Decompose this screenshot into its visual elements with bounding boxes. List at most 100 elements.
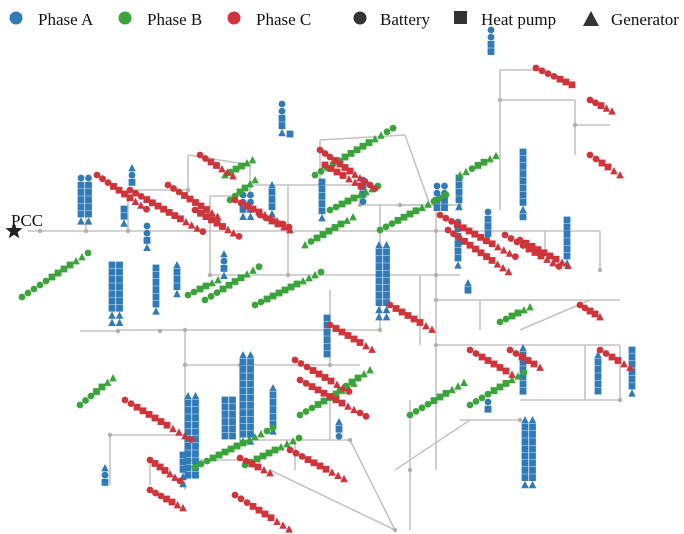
generator-icon: [208, 209, 216, 217]
generator-icon: [558, 258, 566, 266]
heat-pump-icon: [77, 210, 85, 218]
heat-pump-icon: [597, 102, 605, 109]
battery-icon: [362, 412, 370, 420]
heat-pump-icon: [461, 238, 468, 245]
battery-icon: [237, 199, 245, 207]
heat-pump-icon: [181, 192, 188, 199]
heat-pump-icon: [563, 245, 571, 253]
battery-icon: [231, 196, 239, 204]
pcc-label: PCC: [11, 211, 43, 230]
battery-icon: [132, 189, 140, 197]
heat-pump-icon: [115, 186, 123, 194]
heat-pump-icon: [213, 219, 221, 227]
heat-pump-icon: [219, 223, 226, 230]
heat-pump-icon: [375, 263, 383, 270]
battery-icon: [520, 369, 528, 376]
heat-pump-icon: [320, 397, 328, 405]
heat-pump-icon: [116, 283, 123, 290]
heat-pump-icon: [77, 189, 85, 196]
heat-pump-icon: [269, 399, 277, 406]
heat-pump-icon: [247, 423, 254, 431]
heat-pump-icon: [207, 158, 215, 166]
battery-icon: [152, 489, 159, 497]
heat-pump-icon: [412, 207, 420, 215]
heat-pump-icon: [529, 467, 536, 474]
heat-pump-icon: [563, 223, 571, 231]
generator-icon: [616, 171, 624, 179]
heat-pump-icon: [239, 380, 247, 388]
heat-pump-icon: [383, 284, 390, 292]
heat-pump-icon: [151, 414, 159, 422]
heat-pump-icon: [186, 195, 194, 203]
heat-pump-icon: [586, 307, 594, 315]
heat-pump-icon: [239, 366, 247, 373]
heat-pump-icon: [77, 181, 85, 189]
generator-icon: [486, 155, 494, 163]
heat-pump-icon: [568, 81, 576, 89]
heat-pump-icon: [563, 216, 571, 224]
generator-icon: [120, 219, 128, 227]
heat-pump-icon: [490, 387, 498, 394]
battery-icon: [175, 188, 183, 196]
battery-icon: [484, 398, 492, 406]
heat-pump-icon: [519, 148, 527, 156]
heat-pump-icon: [464, 286, 472, 294]
heat-pump-icon: [85, 203, 92, 211]
battery-icon: [146, 486, 154, 494]
battery-icon: [184, 291, 192, 299]
battery-icon: [202, 155, 209, 162]
battery-icon: [450, 230, 457, 238]
generator-icon: [246, 212, 255, 220]
heat-pump-icon: [221, 432, 229, 440]
battery-icon: [442, 214, 450, 222]
heat-pump-icon: [318, 200, 326, 207]
heat-pump-icon: [126, 194, 134, 202]
heat-pump-icon: [341, 164, 349, 171]
generator-icon: [418, 203, 426, 211]
junction-node: [347, 437, 353, 443]
generator-icon: [115, 311, 124, 319]
heat-pump-icon: [184, 428, 192, 436]
heat-pump-icon: [318, 207, 326, 215]
heat-pump-icon: [229, 432, 236, 440]
heat-pump-icon: [331, 157, 339, 164]
junction-node: [115, 328, 121, 334]
heat-pump-icon: [85, 189, 92, 196]
heat-pump-icon: [116, 290, 123, 298]
battery-icon: [544, 70, 552, 77]
battery-icon: [30, 285, 38, 293]
heat-pump-icon: [236, 188, 244, 196]
generator-icon: [375, 313, 383, 321]
heat-pump-icon: [314, 386, 322, 394]
battery-icon: [127, 400, 135, 407]
heat-pump-icon: [314, 401, 322, 408]
heat-pump-icon: [484, 223, 492, 230]
heat-pump-icon: [248, 460, 256, 468]
generator-icon: [594, 351, 602, 359]
generator-icon: [279, 521, 287, 529]
heat-pump-icon: [323, 329, 331, 336]
heat-pump-icon: [441, 197, 448, 204]
junction-node: [285, 272, 291, 278]
legend-label-phase-c: Phase C: [256, 10, 311, 29]
generator-icon: [499, 264, 507, 272]
heat-pump-icon: [239, 430, 247, 438]
heat-pump-icon: [229, 418, 236, 425]
battery-icon: [592, 155, 600, 163]
junction-node: [407, 467, 413, 473]
heat-pump-icon: [338, 200, 346, 208]
heat-pump-icon: [229, 425, 236, 433]
battery-icon: [311, 171, 319, 179]
battery-icon: [550, 73, 558, 80]
heat-pump-icon: [157, 418, 165, 425]
heat-pump-icon: [519, 359, 527, 366]
heat-pump-icon: [454, 240, 462, 247]
battery-icon: [85, 174, 92, 182]
generator-icon: [229, 172, 237, 180]
generator-icon: [494, 243, 502, 251]
battery-icon: [220, 257, 228, 265]
battery-icon: [430, 197, 438, 205]
heat-pump-icon: [341, 153, 349, 161]
heat-pump-icon: [247, 373, 254, 380]
heat-pump-icon: [331, 224, 339, 231]
